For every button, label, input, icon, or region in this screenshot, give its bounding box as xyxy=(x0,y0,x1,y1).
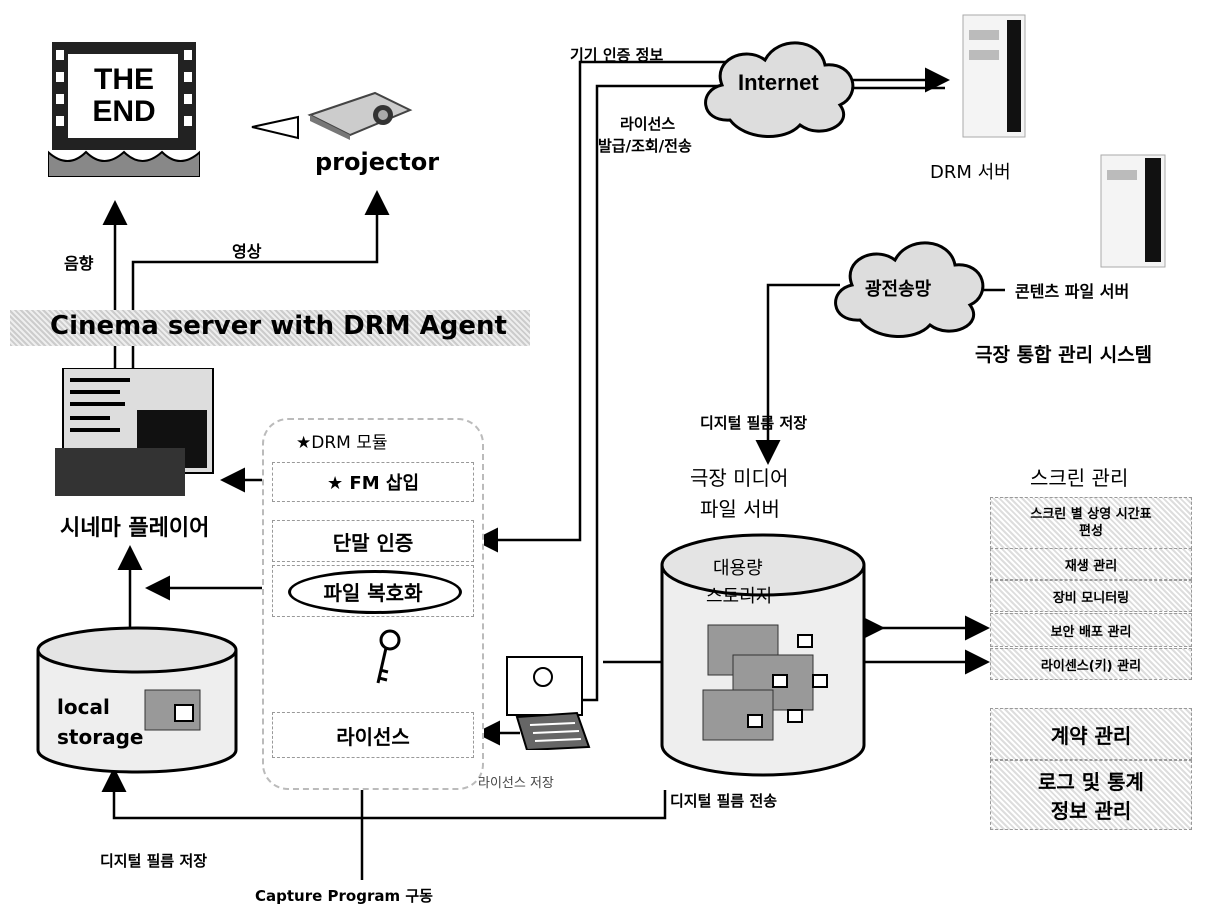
fm-insert-box: ★ FM 삽입 xyxy=(272,462,474,502)
optical-network-cloud: 광전송망 xyxy=(820,230,995,345)
projector-label: projector xyxy=(315,148,439,176)
key-icon xyxy=(368,628,408,692)
screen-mgmt-title: 스크린 관리 xyxy=(1030,462,1128,491)
device-auth-label: 기기 인증 정보 xyxy=(570,44,663,65)
drm-server-label: DRM 서버 xyxy=(930,158,1011,184)
audio-label: 음향 xyxy=(64,250,93,274)
database-icon xyxy=(658,530,868,780)
cinema-server-label: Cinema server with DRM Agent xyxy=(50,311,507,341)
cinema-player-label: 시네마 플레이어 xyxy=(60,510,209,542)
log-stats-box: 로그 및 통계 정보 관리 xyxy=(990,760,1192,830)
mass-storage-cylinder: 대용량 스토리지 xyxy=(658,530,868,780)
decrypt-ellipse xyxy=(288,570,462,614)
content-server-label: 콘텐츠 파일 서버 xyxy=(1015,278,1129,302)
drm-server-tower xyxy=(955,10,1035,144)
internet-cloud: Internet xyxy=(690,30,865,145)
contract-mgmt-box: 계약 관리 xyxy=(990,708,1192,760)
terminal-auth-box: 단말 인증 xyxy=(272,520,474,562)
screen-mgmt-item-secure-dist: 보안 배포 관리 xyxy=(990,613,1192,647)
cinema-screen: THE END xyxy=(48,42,200,177)
license-box: 라이선스 xyxy=(272,712,474,758)
log-stats-label-1: 로그 및 통계 xyxy=(1038,766,1144,795)
license-storage-device xyxy=(505,655,595,750)
media-server-label-1: 극장 미디어 xyxy=(690,462,788,491)
log-stats-label-2: 정보 관리 xyxy=(1051,795,1132,824)
local-storage-cylinder: local storage xyxy=(35,625,240,775)
server-tower-icon xyxy=(1095,150,1175,270)
capture-program-label: Capture Program 구동 xyxy=(255,885,433,906)
projector-icon xyxy=(305,85,415,140)
digital-film-transfer-label: 디지털 필름 전송 xyxy=(670,790,777,811)
screen-mgmt-item-license-key: 라이센스(키) 관리 xyxy=(990,648,1192,680)
screen-mgmt-item-playback: 재생 관리 xyxy=(990,548,1192,580)
screen-mgmt-item-schedule: 스크린 별 상영 시간표 편성 xyxy=(990,497,1192,549)
local-storage-label-2: storage xyxy=(57,725,143,749)
license-document-icon xyxy=(505,655,595,750)
digital-film-store-mid-label: 디지털 필름 저장 xyxy=(700,412,807,433)
video-label: 영상 xyxy=(232,238,261,262)
theater-system-label: 극장 통합 관리 시스템 xyxy=(975,340,1152,367)
license-issue-label-1: 라이선스 xyxy=(620,113,675,134)
server-tower-icon xyxy=(955,10,1035,140)
drm-module-title: ★DRM 모듈 xyxy=(296,428,388,453)
projector-beam xyxy=(252,117,298,138)
local-storage-label-1: local xyxy=(57,695,110,719)
cinema-player-screenshot xyxy=(55,368,215,498)
mass-storage-label-1: 대용량 xyxy=(713,554,763,580)
license-storage-label: 라이선스 저장 xyxy=(478,772,554,791)
internet-label: Internet xyxy=(738,70,819,96)
digital-film-store-bottom-label: 디지털 필름 저장 xyxy=(100,850,207,871)
screen-mgmt-item-monitoring: 장비 모니터링 xyxy=(990,580,1192,612)
optical-network-label: 광전송망 xyxy=(865,275,931,301)
media-server-label-2: 파일 서버 xyxy=(700,493,780,522)
content-server-tower xyxy=(1095,150,1175,274)
screen-mgmt-item-schedule-label: 스크린 별 상영 시간표 편성 xyxy=(1026,506,1156,540)
mass-storage-label-2: 스토리지 xyxy=(706,582,772,608)
player-window-icon xyxy=(55,368,215,498)
license-issue-label-2: 발급/조회/전송 xyxy=(598,135,692,156)
screen-text: THE END xyxy=(82,64,166,128)
projector-device xyxy=(305,85,415,144)
